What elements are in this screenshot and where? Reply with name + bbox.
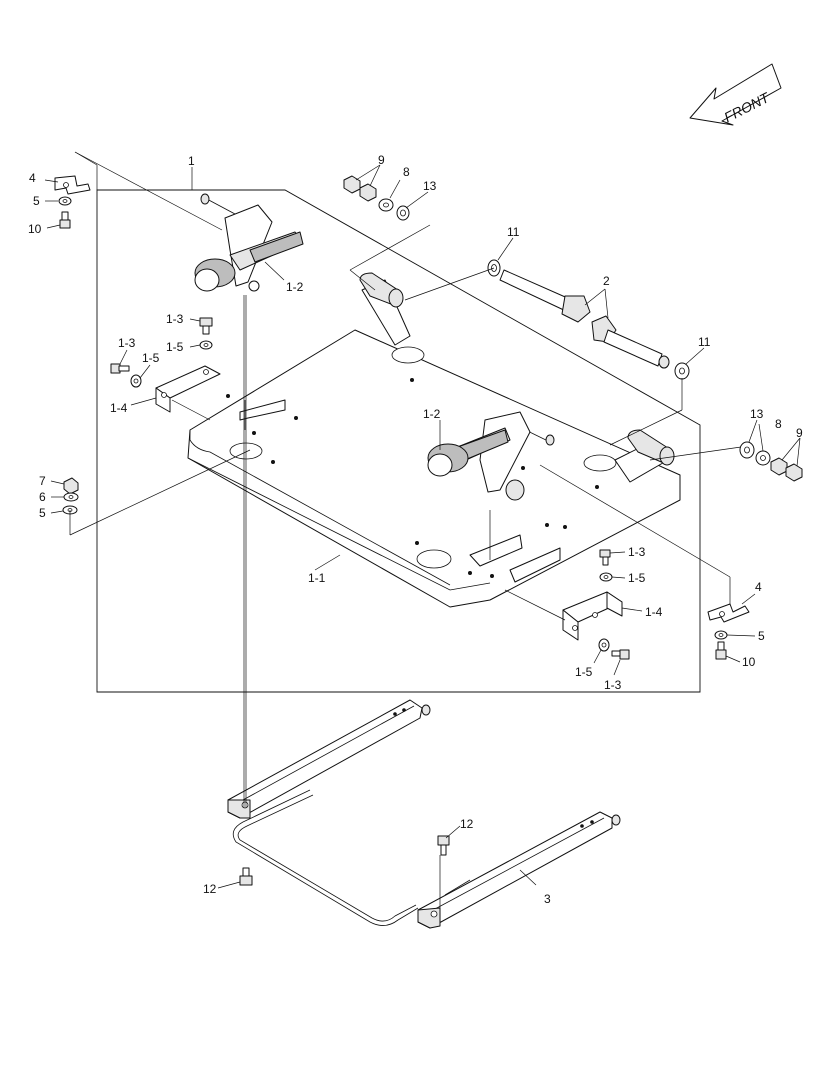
bracket-right [562,591,623,641]
nut-7 [63,477,79,495]
label-1-3-left: 1-3 [118,336,136,350]
washer-5-right [714,630,728,640]
label-9-right: 9 [796,426,803,440]
label-2: 2 [603,274,610,288]
label-1-5-upper-left: 1-5 [166,340,184,354]
label-5-right: 5 [758,629,765,643]
washer-1-5-upper-right [599,572,613,582]
label-1-2-right: 1-2 [423,407,441,421]
label-1-3-upper-right: 1-3 [628,545,646,559]
bolt-1-3-lower-right [611,649,630,660]
label-8-upper: 8 [403,165,410,179]
label-10-left: 10 [28,222,42,236]
nut-9-upper-b [359,183,377,202]
label-1-3-lower-right: 1-3 [604,678,622,692]
label-1-3-upper-left: 1-3 [166,312,184,326]
label-13-upper: 13 [423,179,437,193]
bolt-1-3-left [110,363,130,374]
label-13-right: 13 [750,407,764,421]
label-1-1: 1-1 [308,571,326,585]
slide-rail-right [417,811,621,929]
washer-13-upper [396,205,410,221]
label-1: 1 [188,154,195,168]
washer-8-upper [378,198,394,212]
label-1-4-left: 1-4 [110,401,128,415]
nut-9-right-a [770,457,788,476]
bolt-1-3-upper-left [199,317,213,335]
washer-8-right [755,450,771,466]
washer-11-lower [674,362,690,380]
nut-9-right-b [785,463,803,482]
nut-9-upper-a [343,175,361,194]
spring-washer-6 [63,492,79,502]
bracket-left [155,365,221,413]
label-1-2-left: 1-2 [286,280,304,294]
label-1-5-left: 1-5 [142,351,160,365]
label-1-5-upper-right: 1-5 [628,571,646,585]
label-3: 3 [544,892,551,906]
assembly-frame [96,189,701,693]
lever-assembly-right [427,411,555,501]
label-5-upper-left: 5 [33,194,40,208]
label-6: 6 [39,490,46,504]
washer-13-right [739,441,755,459]
washer-1-5-upper-left [199,340,213,350]
bolt-12-left [239,867,253,886]
washer-1-5-left [130,374,142,388]
washer-1-5-lower-right [598,638,610,652]
shaft-2-upper [499,269,591,323]
label-4-left: 4 [29,171,36,185]
label-5-lower-left: 5 [39,506,46,520]
lever-assembly-left [194,193,304,292]
label-1-5-lower-right: 1-5 [575,665,593,679]
shaft-2-lower [591,315,670,369]
label-11-lower: 11 [698,335,711,349]
bolt-10-right [715,641,727,660]
connecting-bar [232,789,419,926]
washer-5-left [58,196,72,206]
label-9-upper: 9 [378,153,385,167]
slide-rail-left [227,699,431,819]
label-12-right: 12 [460,817,474,831]
bolt-1-3-upper-right [599,549,611,566]
hinge-bracket-right [614,429,675,483]
label-1-4-right: 1-4 [645,605,663,619]
clip-4-left [54,175,91,195]
front-arrow-icon: FRONT [689,63,782,126]
assembly-leader-lines [69,151,742,915]
label-7: 7 [39,474,46,488]
bolt-12-right [437,835,450,856]
bolt-10-left [59,211,71,229]
label-4-right: 4 [755,580,762,594]
label-leaders [44,164,801,889]
clip-4-right [707,603,750,623]
label-11-upper: 11 [507,225,520,239]
label-10-right: 10 [742,655,756,669]
label-8-right: 8 [775,417,782,431]
label-12-left: 12 [203,882,217,896]
hinge-bracket-left [359,272,411,346]
